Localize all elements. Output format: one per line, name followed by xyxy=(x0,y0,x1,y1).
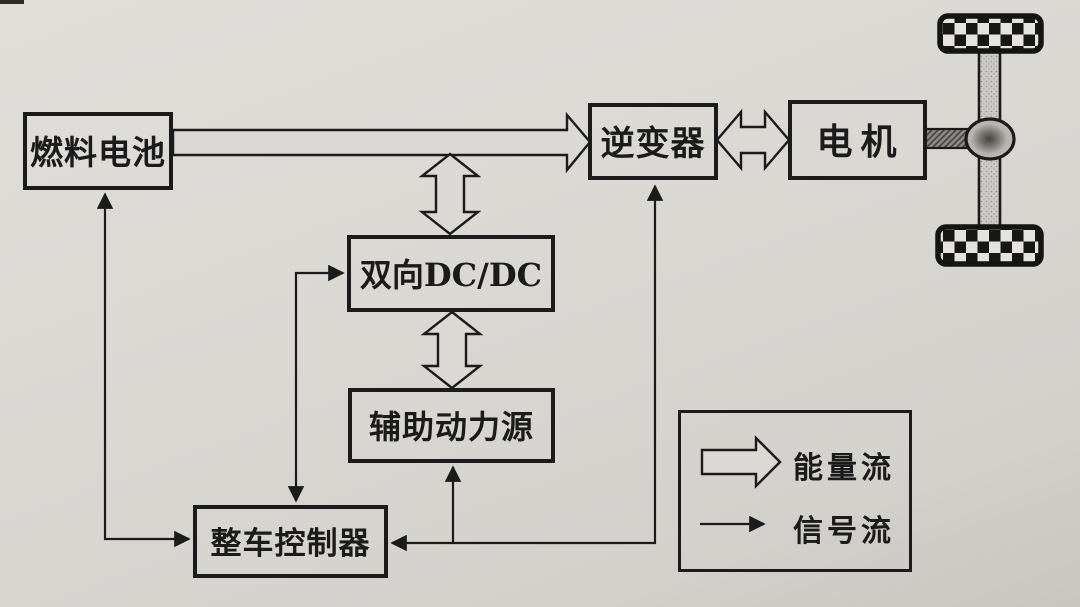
wheel-top-icon xyxy=(937,13,1044,54)
node-motor-label: 电机 xyxy=(816,121,905,163)
wheel-bottom-icon xyxy=(935,224,1044,267)
node-inverter-label: 逆变器 xyxy=(600,124,706,164)
node-motor: 电机 xyxy=(788,100,927,180)
drive-axle-assembly xyxy=(923,13,1044,267)
differential-icon xyxy=(964,117,1016,161)
signal-flow-inverter-controller xyxy=(390,184,664,552)
node-bidirectional-dcdc-label: 双向DC/DC xyxy=(359,255,543,294)
signal-flow-fuelcell-controller xyxy=(96,192,191,548)
energy-flow-bus-to-dcdc xyxy=(418,152,482,236)
node-vehicle-controller-label: 整车控制器 xyxy=(210,526,371,562)
node-bidirectional-dcdc: 双向DC/DC xyxy=(347,235,555,312)
energy-flow-arrow-icon xyxy=(700,435,782,489)
node-aux-power-source-label: 辅助动力源 xyxy=(368,407,534,446)
energy-flow-fuelcell-to-inverter xyxy=(171,111,592,174)
node-fuel-cell-label: 燃料电池 xyxy=(30,133,166,172)
page-corner-mark xyxy=(0,0,24,4)
node-vehicle-controller: 整车控制器 xyxy=(193,505,388,578)
legend-box: 能量流 信号流 xyxy=(678,410,912,572)
node-fuel-cell: 燃料电池 xyxy=(23,112,173,190)
legend-energy-flow-label: 能量流 xyxy=(793,451,895,486)
node-aux-power-source: 辅助动力源 xyxy=(348,388,555,463)
energy-flow-inverter-to-motor xyxy=(715,108,791,172)
node-inverter: 逆变器 xyxy=(588,103,718,180)
legend-signal-flow-label: 信号流 xyxy=(793,514,895,549)
energy-flow-dcdc-to-aux xyxy=(420,310,484,390)
signal-flow-lines xyxy=(96,184,766,552)
signal-flow-controller-dcdc xyxy=(287,264,345,503)
